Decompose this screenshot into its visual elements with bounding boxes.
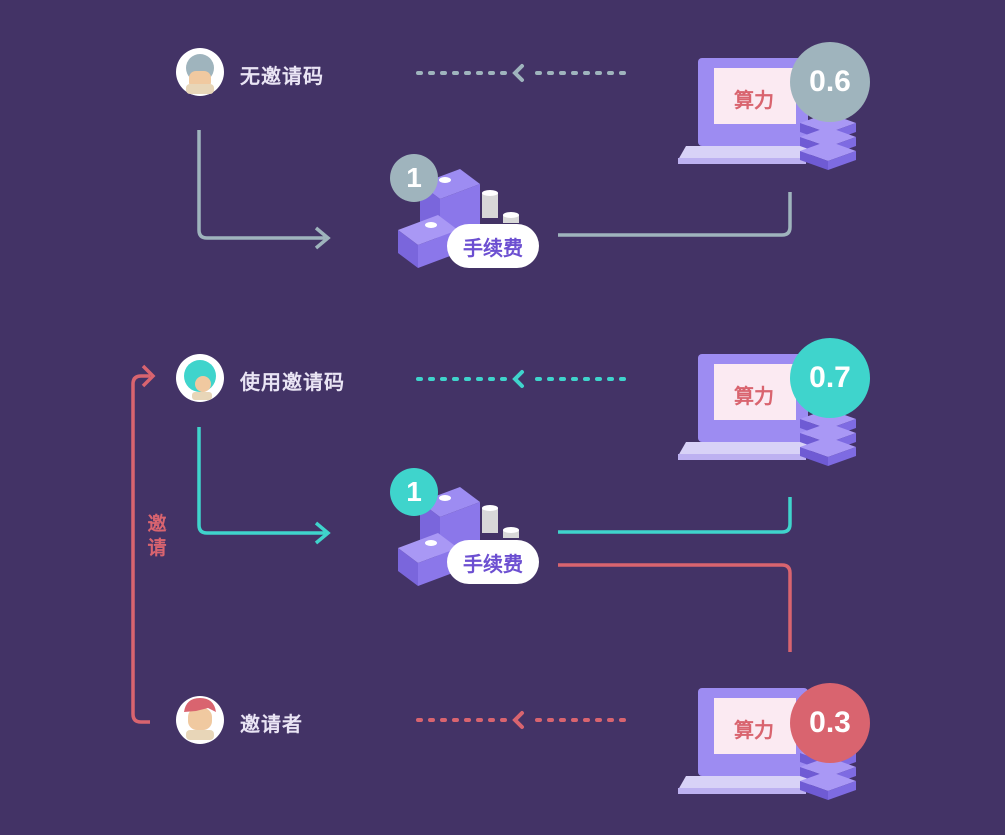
compute-label: 算力: [734, 88, 774, 112]
arrow-right-icon: [314, 521, 331, 545]
chevron-left-icon: [512, 711, 524, 729]
fee-cubes-illustration: [398, 169, 519, 268]
arrow-right-icon: [141, 364, 156, 388]
avatar-invite-code-user: [176, 354, 224, 402]
fee-label: 手续费: [447, 540, 539, 584]
user-label-no-code: 无邀请码: [240, 64, 324, 88]
avatar-inviter: [176, 696, 224, 744]
compute-label: 算力: [734, 384, 774, 408]
arrow-user-to-fee-row2: [197, 427, 325, 535]
avatar-no-code-user: [176, 48, 224, 96]
compute-value-badge: 0.7: [790, 338, 870, 418]
fee-label: 手续费: [447, 224, 539, 268]
line-fee-to-inviter-compute: [558, 563, 792, 652]
invite-connector-line: [131, 374, 150, 724]
laptop-illustration: [678, 688, 856, 800]
user-label-inviter: 邀请者: [240, 712, 303, 736]
compute-value-badge: 0.6: [790, 42, 870, 122]
user-label-with-code: 使用邀请码: [240, 370, 345, 394]
server-stack-icon: [800, 113, 856, 170]
fee-count-badge: 1: [390, 154, 438, 202]
line-fee-to-compute-row2: [558, 497, 792, 534]
chevron-left-icon: [512, 370, 524, 388]
fee-count-badge: 1: [390, 468, 438, 516]
invite-link-label: 邀请: [147, 513, 167, 559]
laptop-illustration: [678, 354, 856, 466]
arrow-right-icon: [314, 226, 331, 250]
chevron-left-icon: [512, 64, 524, 82]
laptop-illustration: [678, 58, 856, 170]
fee-cubes-illustration: [398, 487, 519, 586]
compute-label: 算力: [734, 718, 774, 742]
arrow-user-to-fee-row1: [197, 130, 325, 240]
compute-value-badge: 0.3: [790, 683, 870, 763]
line-fee-to-compute-row1: [558, 192, 792, 237]
